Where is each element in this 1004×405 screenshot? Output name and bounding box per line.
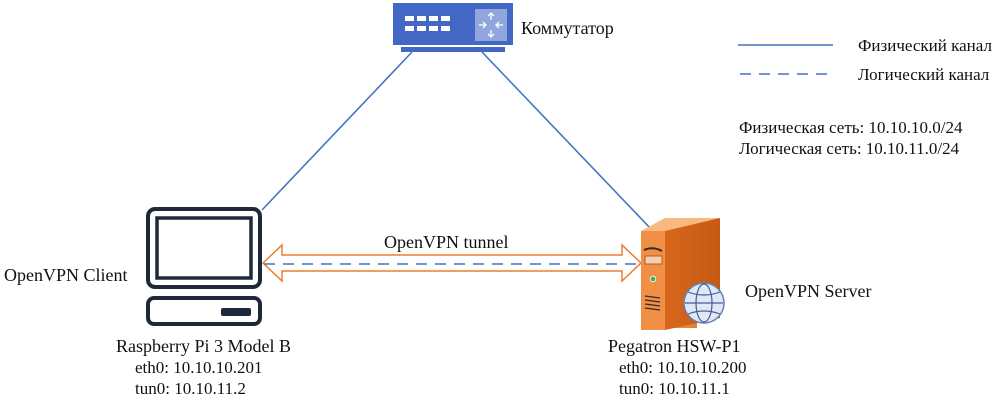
physical-link-switch-server <box>481 51 653 231</box>
legend-physical-label: Физический канал <box>858 36 992 55</box>
server-globe-icon <box>641 218 725 330</box>
switch-label: Коммутатор <box>521 18 614 38</box>
network-switch-icon <box>393 3 513 52</box>
server-device-label: Pegatron HSW-P1 <box>608 336 741 356</box>
client-role-label: OpenVPN Client <box>4 265 128 285</box>
legend-logical-label: Логический канал <box>858 65 990 84</box>
physical-link-switch-client <box>261 51 413 211</box>
tunnel-label: OpenVPN tunnel <box>384 232 509 252</box>
client-device-label: Raspberry Pi 3 Model B <box>116 336 291 356</box>
server-role-label: OpenVPN Server <box>745 281 872 301</box>
desktop-computer-icon <box>146 207 262 326</box>
client-eth0-label: eth0: 10.10.10.201 <box>135 358 263 377</box>
server-tun0-label: tun0: 10.10.11.1 <box>619 379 730 398</box>
logical-network-label: Логическая сеть: 10.10.11.0/24 <box>739 139 960 158</box>
server-eth0-label: eth0: 10.10.10.200 <box>619 358 747 377</box>
client-tun0-label: tun0: 10.10.11.2 <box>135 379 246 398</box>
physical-network-label: Физическая сеть: 10.10.10.0/24 <box>739 118 963 137</box>
